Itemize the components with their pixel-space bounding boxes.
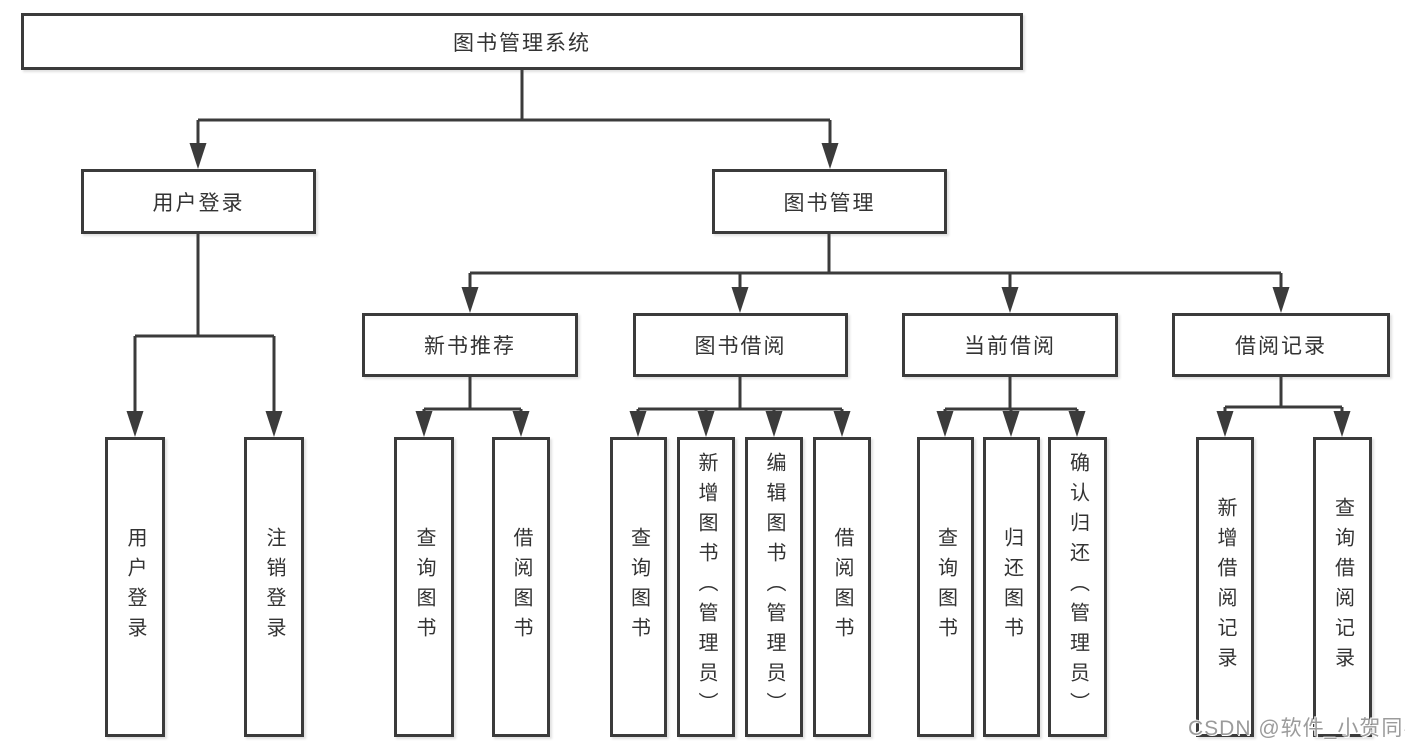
leaf-return-books: 归还图书	[983, 437, 1040, 737]
connector-book-borrow-children	[636, 377, 844, 414]
node-label: 新书推荐	[424, 335, 516, 358]
leaf-user-login: 用户登录	[105, 437, 165, 737]
leaf-label: 查询借阅记录	[1331, 497, 1354, 677]
arrowhead-icon	[697, 411, 715, 437]
arrowhead-icon	[126, 411, 144, 437]
leaf-label: 借阅图书	[831, 527, 853, 647]
leaf-label: 用户登录	[124, 527, 146, 647]
leaf-label: 编辑图书（管理员）	[763, 452, 785, 722]
connector-current-borrow-children	[943, 377, 1079, 414]
arrowhead-icon	[1002, 411, 1020, 437]
leaf-label: 查询图书	[934, 527, 957, 647]
leaf-label: 新增借阅记录	[1214, 497, 1236, 677]
node-label: 图书管理	[783, 191, 876, 215]
arrowhead-icon	[821, 143, 839, 169]
node-user-login: 用户登录	[81, 169, 316, 234]
leaf-label: 查询图书	[413, 527, 435, 647]
arrowhead-icon	[731, 287, 749, 313]
arrowhead-icon	[461, 287, 479, 313]
leaf-query-borrow-record: 查询借阅记录	[1313, 437, 1372, 737]
arrowhead-icon	[1272, 287, 1290, 313]
connector-borrow-record-children	[1223, 377, 1344, 414]
connector-book-mgmt-sections	[468, 234, 1283, 290]
leaf-add-books-admin: 新增图书（管理员）	[677, 437, 735, 737]
leaf-label: 确认归还（管理员）	[1066, 452, 1089, 722]
leaf-label: 注销登录	[263, 527, 285, 647]
arrowhead-icon	[415, 411, 433, 437]
node-borrowing-records: 借阅记录	[1172, 313, 1390, 377]
node-new-book-recommend: 新书推荐	[362, 313, 578, 377]
node-label: 借阅记录	[1235, 335, 1327, 358]
leaf-label: 借阅图书	[510, 527, 532, 647]
arrowhead-icon	[189, 143, 207, 169]
node-book-management: 图书管理	[712, 169, 947, 234]
watermark-text: CSDN @软件_小贺同学	[1188, 717, 1405, 740]
leaf-confirm-return-admin: 确认归还（管理员）	[1048, 437, 1107, 737]
connector-new-book-children	[422, 377, 523, 414]
leaf-logout-login: 注销登录	[244, 437, 304, 737]
arrowhead-icon	[512, 411, 530, 437]
leaf-add-borrow-record: 新增借阅记录	[1196, 437, 1254, 737]
arrowhead-icon	[265, 411, 283, 437]
arrowhead-icon	[1216, 411, 1234, 437]
node-label: 用户登录	[152, 191, 245, 215]
arrowhead-icon	[833, 411, 851, 437]
leaf-label: 新增图书（管理员）	[695, 452, 717, 722]
leaf-borrow-books-recommend: 借阅图书	[492, 437, 550, 737]
connector-root-to-level2	[196, 70, 832, 148]
leaf-query-books-current: 查询图书	[917, 437, 974, 737]
arrowhead-icon	[936, 411, 954, 437]
node-book-borrowing: 图书借阅	[633, 313, 848, 377]
connector-user-login-children	[133, 234, 276, 415]
leaf-query-books-recommend: 查询图书	[394, 437, 454, 737]
leaf-label: 归还图书	[1000, 527, 1023, 647]
leaf-edit-books-admin: 编辑图书（管理员）	[745, 437, 803, 737]
leaf-borrow-books: 借阅图书	[813, 437, 871, 737]
arrowhead-icon	[1333, 411, 1351, 437]
node-library-management-system: 图书管理系统	[21, 13, 1023, 70]
node-current-borrowing: 当前借阅	[902, 313, 1118, 377]
node-label: 当前借阅	[964, 335, 1056, 358]
node-label: 图书管理系统	[453, 31, 591, 55]
arrowhead-icon	[1068, 411, 1086, 437]
arrowhead-icon	[629, 411, 647, 437]
arrowhead-icon	[1001, 287, 1019, 313]
arrowhead-icon	[765, 411, 783, 437]
leaf-query-books-borrowing: 查询图书	[610, 437, 667, 737]
node-label: 图书借阅	[694, 335, 787, 358]
leaf-label: 查询图书	[627, 527, 650, 647]
